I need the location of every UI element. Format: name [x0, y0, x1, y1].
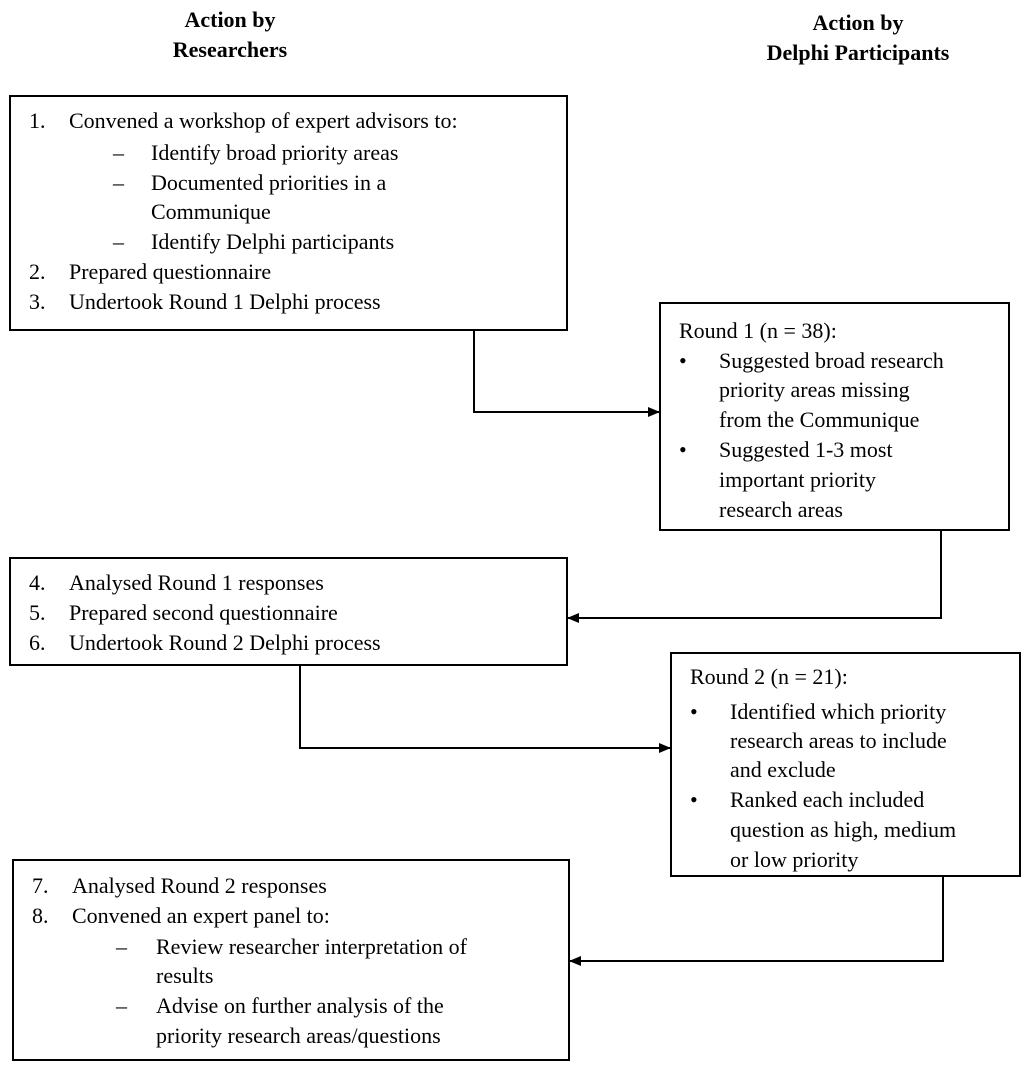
- bullet-text: research areas: [719, 497, 843, 522]
- bullet-text: Identified which priority: [730, 699, 947, 724]
- bullet: •: [690, 699, 698, 724]
- participants-header-line1: Action by: [812, 10, 904, 35]
- sub-item-text: results: [156, 963, 214, 988]
- bullet: •: [679, 437, 687, 462]
- bullet-text: question as high, medium: [730, 817, 957, 842]
- bullet-text: Suggested broad research: [719, 348, 944, 373]
- sub-item-text: Identify broad priority areas: [151, 140, 399, 165]
- bullet-text: Ranked each included: [730, 787, 925, 812]
- sub-item-text: Communique: [151, 199, 271, 224]
- bullet-text: important priority: [719, 467, 877, 492]
- round-title: Round 2 (n = 21):: [690, 664, 848, 689]
- item-number: 2.: [29, 259, 46, 284]
- participants-header-line2: Delphi Participants: [766, 40, 950, 65]
- arrow-box3-to-round2: [299, 666, 671, 753]
- item-number: 4.: [29, 570, 46, 595]
- bullet-text: research areas to include: [730, 728, 947, 753]
- box-researcher-actions-7-8: 7. Analysed Round 2 responses 8. Convene…: [12, 859, 570, 1061]
- box-round-2-participants: Round 2 (n = 21): • Identified which pri…: [670, 652, 1021, 877]
- item-number: 5.: [29, 600, 46, 625]
- sub-item-dash: –: [116, 993, 127, 1018]
- item-text: Convened a workshop of expert advisors t…: [69, 108, 458, 133]
- bullet-text: and exclude: [730, 757, 836, 782]
- box-researcher-actions-4-6: 4. Analysed Round 1 responses 5. Prepare…: [9, 557, 568, 666]
- item-text: Prepared questionnaire: [69, 259, 272, 284]
- item-text: Undertook Round 2 Delphi process: [69, 630, 381, 655]
- sub-item-dash: –: [113, 170, 124, 195]
- item-text: Prepared second questionnaire: [69, 600, 338, 625]
- item-number: 3.: [29, 289, 46, 314]
- researchers-header-line1: Action by: [184, 7, 276, 32]
- item-number: 1.: [29, 108, 46, 133]
- box-researcher-actions-1-3: 1. Convened a workshop of expert advisor…: [9, 95, 568, 331]
- sub-item-dash: –: [116, 934, 127, 959]
- sub-item-text: Documented priorities in a: [151, 170, 387, 195]
- bullet-text: or low priority: [730, 847, 859, 872]
- researchers-header-line2: Researchers: [172, 37, 288, 62]
- round-title: Round 1 (n = 38):: [679, 318, 837, 343]
- participants-header: Action by Delphi Participants: [728, 8, 988, 68]
- bullet: •: [690, 787, 698, 812]
- item-text: Undertook Round 1 Delphi process: [69, 289, 381, 314]
- researchers-header: Action by Researchers: [130, 5, 330, 65]
- bullet-text: from the Communique: [719, 407, 920, 432]
- arrow-box1-to-round1: [473, 331, 660, 417]
- bullet: •: [679, 348, 687, 373]
- sub-item-dash: –: [113, 229, 124, 254]
- item-text: Analysed Round 1 responses: [69, 570, 324, 595]
- sub-item-text: Advise on further analysis of the: [156, 993, 444, 1018]
- item-text: Convened an expert panel to:: [72, 903, 330, 928]
- box-round-1-participants: Round 1 (n = 38): • Suggested broad rese…: [659, 302, 1010, 531]
- arrow-round2-to-box5: [569, 877, 944, 966]
- sub-item-text: Review researcher interpretation of: [156, 934, 467, 959]
- bullet-text: Suggested 1-3 most: [719, 437, 893, 462]
- sub-item-text: priority research areas/questions: [156, 1023, 441, 1048]
- sub-item-text: Identify Delphi participants: [151, 229, 395, 254]
- item-number: 6.: [29, 630, 46, 655]
- arrow-round1-to-box3: [567, 531, 942, 623]
- item-text: Analysed Round 2 responses: [72, 873, 327, 898]
- item-number: 7.: [32, 873, 49, 898]
- sub-item-dash: –: [113, 140, 124, 165]
- bullet-text: priority areas missing: [719, 377, 910, 402]
- item-number: 8.: [32, 903, 49, 928]
